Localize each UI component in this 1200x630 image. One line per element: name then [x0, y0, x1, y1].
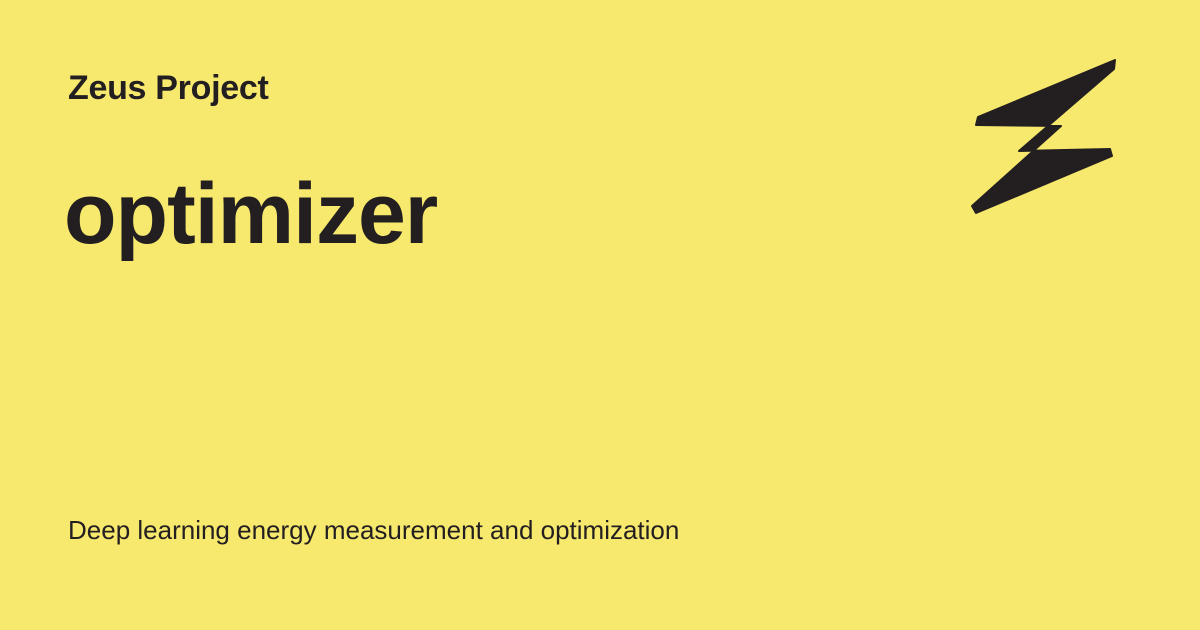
lightning-bolt-icon [968, 56, 1120, 218]
page-title: optimizer [64, 166, 438, 262]
page-description: Deep learning energy measurement and opt… [68, 515, 680, 545]
site-name: Zeus Project [68, 69, 269, 107]
